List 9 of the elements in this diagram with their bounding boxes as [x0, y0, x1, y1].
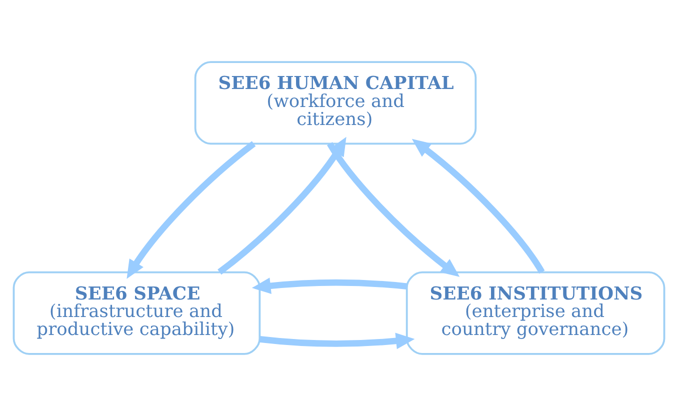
- node-box: SEE6 HUMAN CAPITAL (workforce and citizens): [194, 60, 477, 144]
- node-box: SEE6 INSTITUTIONS (enterprise and country governance): [406, 270, 666, 354]
- arrow: [412, 138, 545, 274]
- arrow: [218, 136, 346, 274]
- arrow: [259, 332, 415, 349]
- node-box: SEE6 SPACE (infrastructure and productive capability): [12, 270, 261, 354]
- arrow: [126, 140, 256, 278]
- arrow: [252, 277, 408, 294]
- arrow: [327, 142, 460, 276]
